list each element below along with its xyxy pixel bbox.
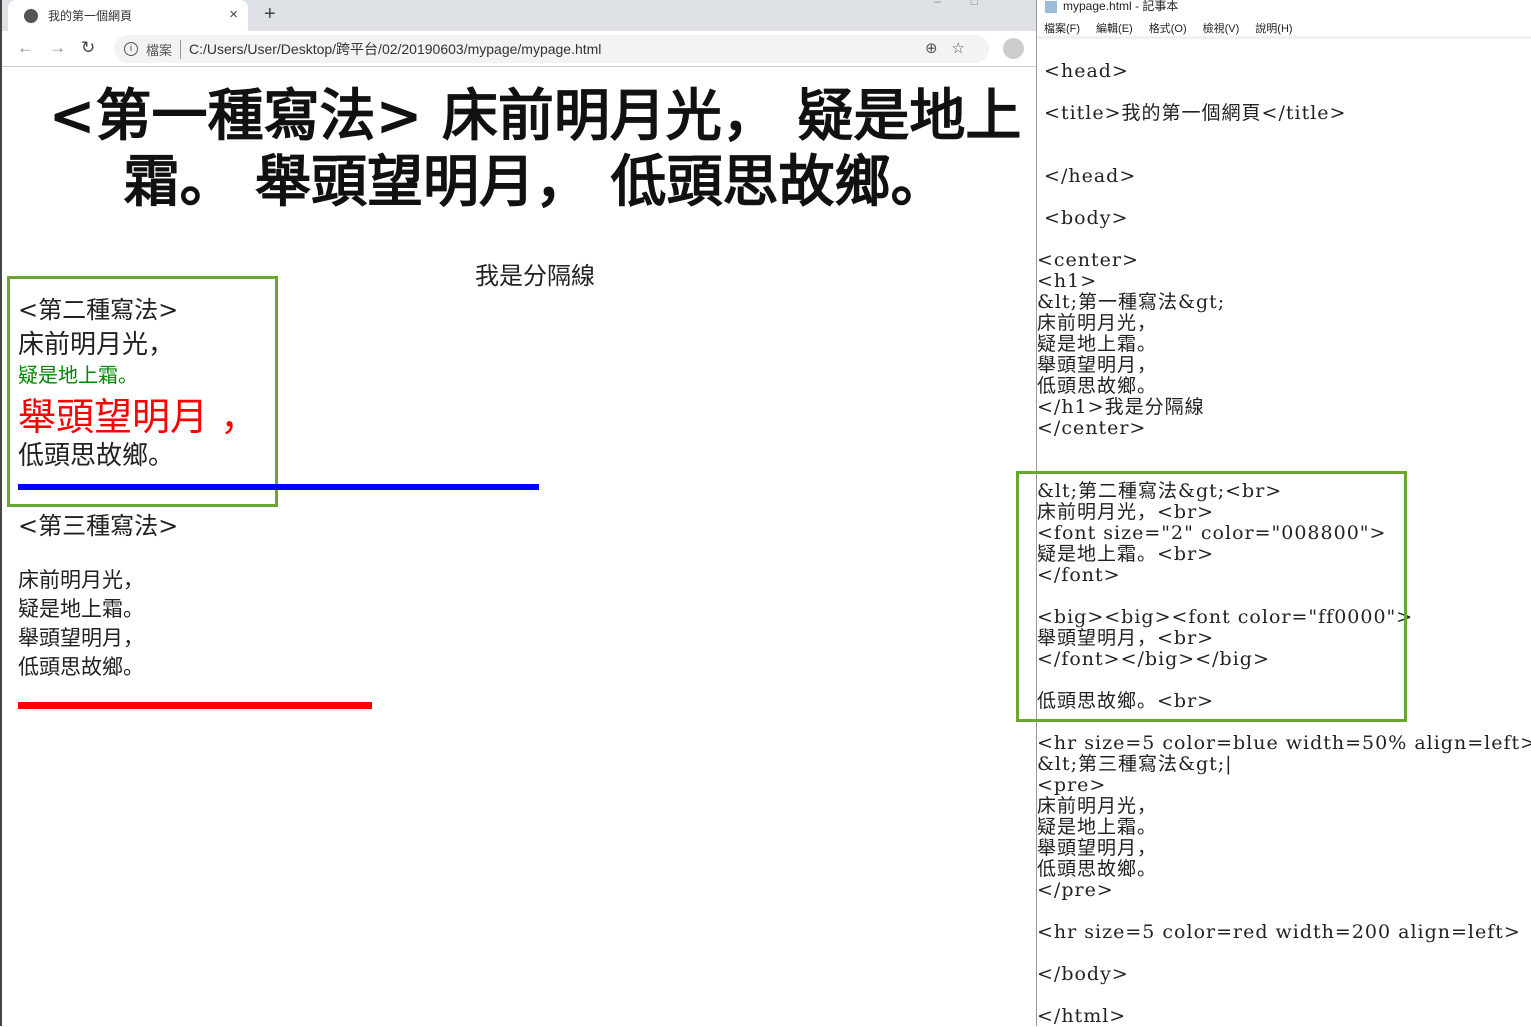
menu-format[interactable]: 格式(O) — [1148, 23, 1187, 35]
code-line: 疑是地上霜。 — [1037, 816, 1158, 838]
separator-text: 我是分隔線 — [475, 262, 595, 290]
notepad-title: mypage.html - 記事本 — [1063, 0, 1179, 13]
code-line: 低頭思故鄉。 — [1037, 375, 1158, 397]
heading-first-style: <第一種寫法> 床前明月光， 疑是地上霜。 舉頭望明月， 低頭思故鄉。 — [48, 84, 1022, 215]
code-line — [1037, 229, 1531, 250]
menu-view[interactable]: 檢視(V) — [1202, 23, 1240, 35]
pre-line: 床前明月光， — [18, 568, 144, 592]
forward-icon[interactable]: → — [49, 38, 66, 57]
code-line — [1037, 187, 1531, 208]
code-line — [1037, 901, 1531, 922]
second-heading: <第二種寫法> — [18, 296, 179, 324]
blue-horizontal-rule — [18, 484, 539, 490]
browser-window: 我的第一個網頁 × + –□ ← → ↻ i 檔案 C:/Users/User/… — [0, 0, 1038, 1026]
code-line — [1037, 943, 1531, 964]
menu-help[interactable]: 說明(H) — [1255, 23, 1293, 35]
notepad-title-bar: mypage.html - 記事本 — [1045, 0, 1178, 14]
code-line: <hr size=5 color=red width=200 align=lef… — [1037, 921, 1521, 943]
poem-line-4: 低頭思故鄉。 — [18, 441, 175, 471]
code-line: 舉頭望明月， — [1037, 837, 1158, 859]
pre-line: 疑是地上霜。 — [18, 597, 144, 621]
window-controls[interactable]: –□ — [934, 0, 1008, 8]
code-line: <h1> — [1037, 270, 1098, 292]
red-horizontal-rule — [18, 702, 372, 709]
menu-divider — [1037, 36, 1531, 39]
code-line: 舉頭望明月， — [1037, 354, 1158, 376]
code-line: &lt;第一種寫法&gt; — [1037, 291, 1226, 313]
close-tab-icon[interactable]: × — [229, 6, 238, 23]
code-line: 低頭思故鄉。<br> — [1037, 690, 1215, 712]
code-line: </html> — [1037, 1005, 1127, 1027]
code-line: <body> — [1037, 207, 1129, 229]
code-line: </pre> — [1037, 879, 1114, 901]
pre-line: 舉頭望明月， — [18, 626, 144, 650]
code-line: 低頭思故鄉。 — [1037, 858, 1158, 880]
code-line — [1037, 82, 1531, 103]
notepad-text-area[interactable]: <head> <title>我的第一個網頁</title> </head> <b… — [1037, 61, 1531, 1027]
code-line: </center> — [1037, 417, 1147, 439]
code-line: 疑是地上霜。<br> — [1037, 543, 1215, 565]
code-highlight-box — [1016, 471, 1407, 722]
code-line: 疑是地上霜。 — [1037, 333, 1158, 355]
code-line: </font> — [1037, 564, 1121, 586]
info-icon[interactable]: i — [124, 42, 138, 56]
code-line: &lt;第三種寫法&gt;| — [1037, 753, 1233, 775]
address-bar[interactable]: i 檔案 C:/Users/User/Desktop/跨平台/02/201906… — [114, 35, 989, 63]
code-line: <big><big><font color="ff0000"> — [1037, 606, 1414, 628]
code-line: <center> — [1037, 249, 1139, 271]
browser-toolbar: ← → ↻ i 檔案 C:/Users/User/Desktop/跨平台/02/… — [2, 31, 1038, 67]
code-line: </h1>我是分隔線 — [1037, 396, 1205, 418]
globe-icon — [24, 8, 38, 23]
code-line: <font size="2" color="008800"> — [1037, 522, 1387, 544]
code-line — [1037, 124, 1531, 145]
highlight-box — [7, 276, 278, 507]
code-line: 床前明月光， — [1037, 312, 1158, 334]
third-heading: <第三種寫法> — [18, 512, 179, 540]
code-line: </body> — [1037, 963, 1129, 985]
poem-line-3-red: 舉頭望明月 ， — [18, 395, 259, 439]
code-line — [1037, 145, 1531, 166]
menu-file[interactable]: 檔案(F) — [1044, 23, 1081, 35]
code-line: <head> — [1037, 60, 1129, 82]
code-line — [1037, 985, 1531, 1006]
code-line: 舉頭望明月，<br> — [1037, 627, 1215, 649]
notepad-window: mypage.html - 記事本 檔案(F) 編輯(E) 格式(O) 檢視(V… — [1036, 0, 1531, 1027]
code-line: <title>我的第一個網頁</title> — [1037, 102, 1347, 124]
tab-bar: 我的第一個網頁 × + –□ — [2, 0, 1038, 31]
menu-edit[interactable]: 編輯(E) — [1096, 23, 1133, 35]
poem-line-2-green: 疑是地上霜。 — [18, 363, 138, 387]
code-line: <pre> — [1037, 774, 1107, 796]
notepad-menu-bar: 檔案(F) 編輯(E) 格式(O) 檢視(V) 說明(H) — [1044, 20, 1293, 36]
new-tab-button[interactable]: + — [264, 3, 276, 25]
code-line: <hr size=5 color=blue width=50% align=le… — [1037, 732, 1531, 754]
web-page: <第一種寫法> 床前明月光， 疑是地上霜。 舉頭望明月， 低頭思故鄉。 我是分隔… — [2, 68, 1036, 1026]
code-line: 床前明月光， — [1037, 795, 1158, 817]
reload-icon[interactable]: ↻ — [81, 38, 96, 57]
browser-tab[interactable]: 我的第一個網頁 × — [8, 0, 248, 31]
back-icon[interactable]: ← — [17, 38, 34, 57]
profile-avatar[interactable] — [1003, 38, 1024, 59]
star-icon[interactable]: ☆ — [951, 40, 979, 57]
notepad-icon — [1045, 0, 1057, 13]
pre-line: 低頭思故鄉。 — [18, 655, 144, 679]
zoom-icon[interactable]: ⊕ — [924, 40, 952, 57]
security-label: 檔案 — [146, 39, 182, 59]
tab-title: 我的第一個網頁 — [48, 9, 133, 23]
code-line — [1037, 439, 1531, 460]
url-text[interactable]: C:/Users/User/Desktop/跨平台/02/20190603/my… — [189, 41, 602, 57]
poem-line-1: 床前明月光， — [18, 330, 175, 360]
code-line: </font></big></big> — [1037, 648, 1270, 670]
code-line: </head> — [1037, 165, 1137, 187]
code-line: &lt;第二種寫法&gt;<br> — [1037, 480, 1283, 502]
code-line: 床前明月光，<br> — [1037, 501, 1215, 523]
